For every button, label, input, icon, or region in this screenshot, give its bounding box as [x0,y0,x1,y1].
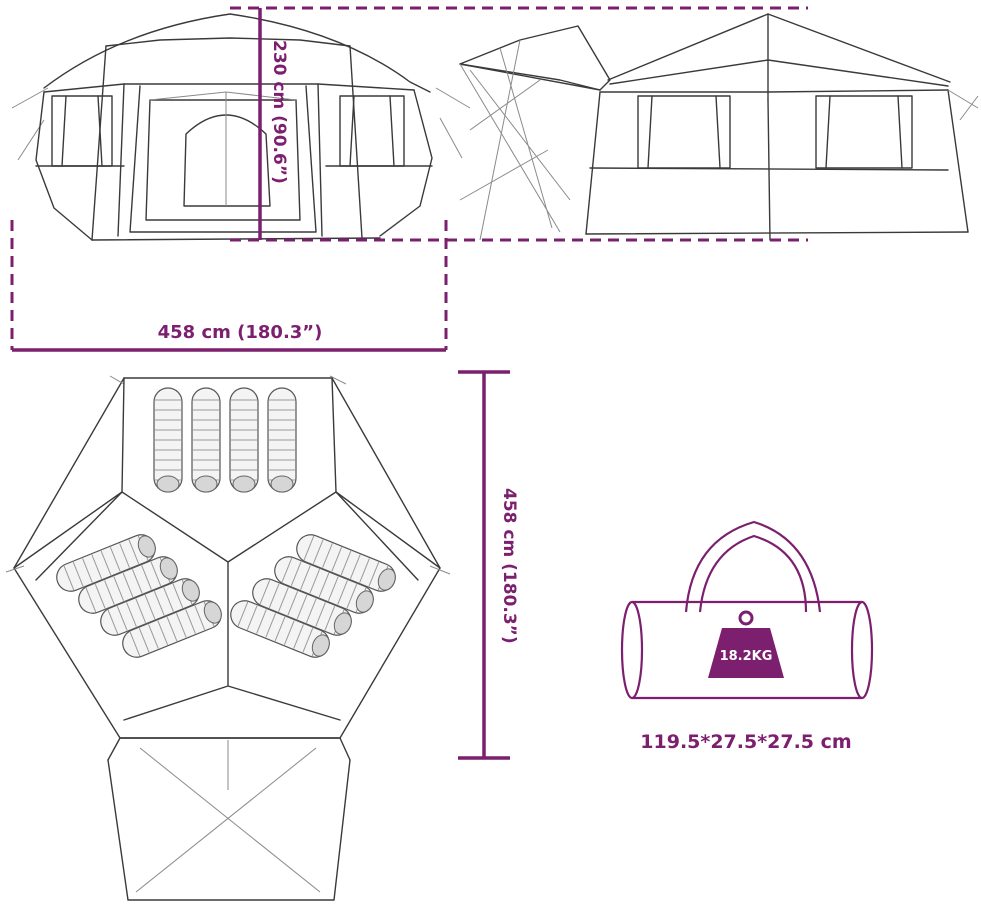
height-dimension-label: 230 cm (90.6”) [269,40,289,184]
sleeping-bag [252,578,352,636]
bag-weight-label: 18.2KG [720,649,773,664]
carry-bag-illustration: 18.2KG [620,520,874,700]
sleeping-bag [274,556,374,614]
dimension-guides [10,6,808,760]
weight-icon [708,610,784,678]
sleeping-bag [153,387,183,493]
sleeping-bag [191,387,221,493]
tent-side-view [459,13,979,241]
width-dimension-label: 458 cm (180.3”) [158,322,323,343]
sleeping-bag [230,600,330,658]
depth-dimension-label: 458 cm (180.3”) [499,488,519,644]
sleeping-bag [267,387,297,493]
sleeping-bag [100,578,200,636]
sleeping-bag [229,387,259,493]
sleeping-bag [122,600,222,658]
tent-floor-plan [5,375,451,901]
bag-size-label: 119.5*27.5*27.5 cm [640,731,851,753]
sleeping-bag [56,534,156,592]
sleeping-bag [296,534,396,592]
sleeping-bag [78,556,178,614]
tent-front-view [11,13,471,241]
sleeping-bags [56,387,396,658]
